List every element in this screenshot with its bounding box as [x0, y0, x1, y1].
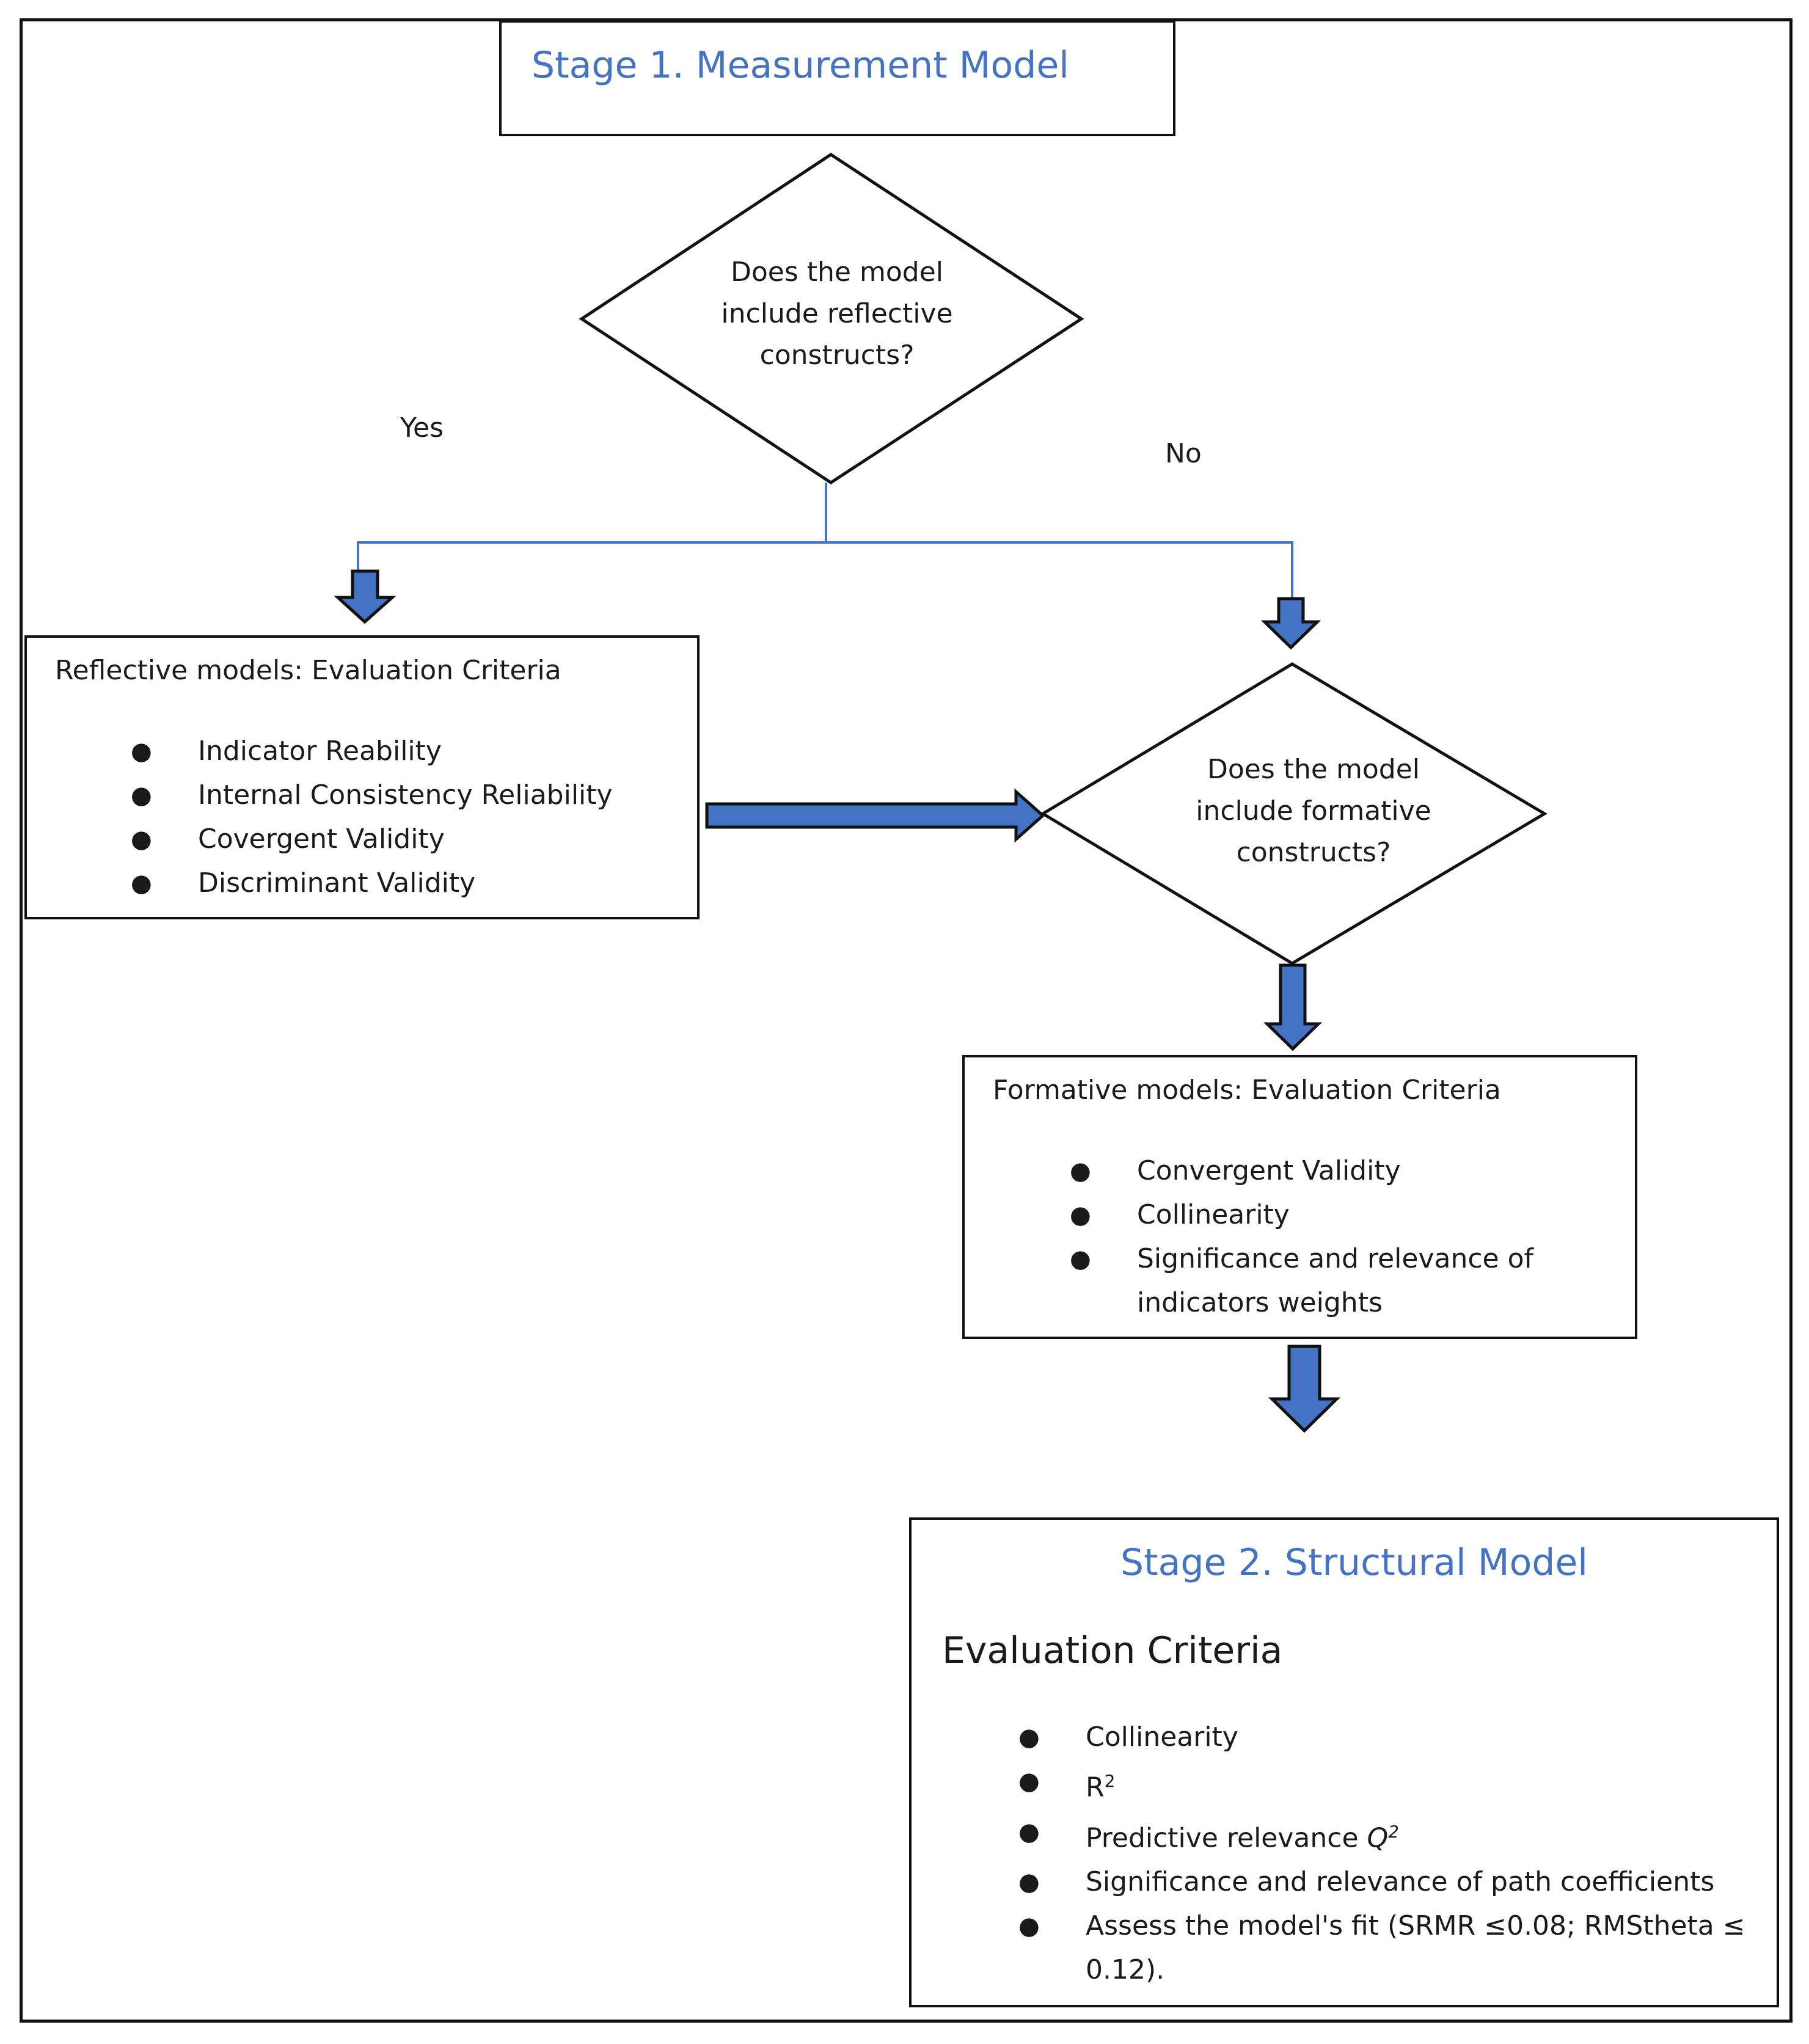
list-item-label: Assess the model's fit (SRMR ≤0.08; RMSt… [1086, 1910, 1745, 1942]
r-squared-superscript: 2 [1104, 1771, 1116, 1791]
formative-box-title: Formative models: Evaluation Criteria [993, 1075, 1501, 1106]
list-item-label: Predictive relevance [1086, 1822, 1367, 1854]
list-item: ● Covergent Validity [131, 817, 613, 861]
bullet-icon: ● [1018, 1723, 1040, 1751]
decision-reflective-line: include reflective [721, 298, 953, 329]
list-item: ● Convergent Validity [1070, 1149, 1533, 1193]
list-item: ● Predictive relevance Q2 [1018, 1810, 1745, 1861]
down-arrow-icon [1260, 597, 1321, 650]
down-arrow-icon [334, 569, 397, 624]
outer-frame [20, 18, 1793, 2023]
list-item-label: Discriminant Validity [198, 867, 476, 899]
stage2-criteria-list: ●Collinearity ●R2 ●Predictive relevance … [1018, 1715, 1745, 1992]
bullet-icon: ● [1070, 1245, 1091, 1273]
stage2-subtitle: Evaluation Criteria [942, 1629, 1283, 1672]
stage1-title-box: Stage 1. Measurement Model [499, 20, 1175, 136]
list-item-continuation: 0.12). [1086, 1948, 1745, 1992]
list-item: ● Collinearity [1070, 1193, 1533, 1237]
reflective-criteria-list: ● Indicator Reability ● Internal Consisten… [131, 729, 613, 905]
reflective-criteria-box: Reflective models: Evaluation Criteria ●… [24, 635, 700, 919]
list-item: ● Significance and relevance of [1070, 1237, 1533, 1281]
bullet-icon: ● [131, 781, 152, 809]
bullet-icon: ● [1070, 1157, 1091, 1185]
bullet-icon: ● [1070, 1201, 1091, 1229]
reflective-box-title: Reflective models: Evaluation Criteria [55, 655, 561, 686]
list-item: ● Internal Consistency Reliability [131, 773, 613, 817]
connector-line [357, 483, 827, 571]
decision-formative-line: Does the model [1207, 754, 1420, 785]
list-item-label: Significance and relevance of [1137, 1243, 1533, 1274]
list-item-label: Indicator Reability [198, 735, 442, 767]
branch-yes-label: Yes [400, 412, 444, 443]
bullet-icon: ● [131, 825, 152, 853]
bullet-icon: ● [1018, 1767, 1040, 1795]
formative-criteria-box: Formative models: Evaluation Criteria ● C… [962, 1055, 1637, 1339]
decision-diamond-formative [1040, 662, 1548, 965]
list-item: ● R2 [1018, 1759, 1745, 1810]
decision-reflective-text: Does the model include reflective constr… [678, 252, 996, 376]
list-item-label: Convergent Validity [1137, 1155, 1401, 1186]
down-arrow-icon [1268, 1345, 1341, 1433]
list-item-label: Collinearity [1137, 1199, 1290, 1230]
q-squared-label: Q [1367, 1822, 1389, 1854]
list-item-label: 0.12). [1086, 1954, 1165, 1986]
stage1-title: Stage 1. Measurement Model [532, 44, 1069, 87]
down-arrow-icon [1263, 963, 1323, 1051]
bullet-icon: ● [1018, 1817, 1040, 1846]
list-item: ● Significance and relevance of path coef… [1018, 1860, 1745, 1904]
bullet-icon: ● [1018, 1912, 1040, 1941]
formative-criteria-list: ● Convergent Validity ● Collinearity ● Sign… [1070, 1149, 1533, 1325]
list-item-label: indicators weights [1137, 1287, 1383, 1318]
q-squared-superscript: 2 [1388, 1821, 1399, 1842]
right-arrow-icon [705, 788, 1045, 843]
list-item-label: Significance and relevance of path coeff… [1086, 1866, 1715, 1898]
stage2-structural-box: Stage 2. Structural Model Evaluation Cri… [909, 1517, 1779, 2007]
decision-reflective-line: Does the model [731, 257, 943, 288]
connector-line [826, 541, 1293, 599]
list-item-label: Collinearity [1086, 1721, 1238, 1753]
r-squared-label: R [1086, 1772, 1105, 1803]
list-item-label: Covergent Validity [198, 823, 445, 855]
bullet-icon: ● [1018, 1868, 1040, 1897]
list-item: ● Collinearity [1018, 1715, 1745, 1759]
decision-formative-line: include formative [1196, 795, 1431, 827]
list-item-continuation: indicators weights [1137, 1281, 1533, 1325]
list-item: ● Assess the model's fit (SRMR ≤0.08; RMS… [1018, 1904, 1745, 1948]
list-item: ● Discriminant Validity [131, 861, 613, 905]
decision-reflective-line: constructs? [759, 340, 915, 371]
list-item: ● Indicator Reability [131, 729, 613, 773]
stage2-title: Stage 2. Structural Model [1120, 1541, 1588, 1584]
branch-no-label: No [1165, 438, 1202, 469]
decision-formative-text: Does the model include formative constru… [1149, 749, 1478, 874]
bullet-icon: ● [131, 737, 152, 765]
decision-formative-line: constructs? [1236, 837, 1391, 868]
list-item-label: Internal Consistency Reliability [198, 779, 613, 811]
decision-diamond-reflective [579, 153, 1084, 484]
bullet-icon: ● [131, 869, 152, 897]
